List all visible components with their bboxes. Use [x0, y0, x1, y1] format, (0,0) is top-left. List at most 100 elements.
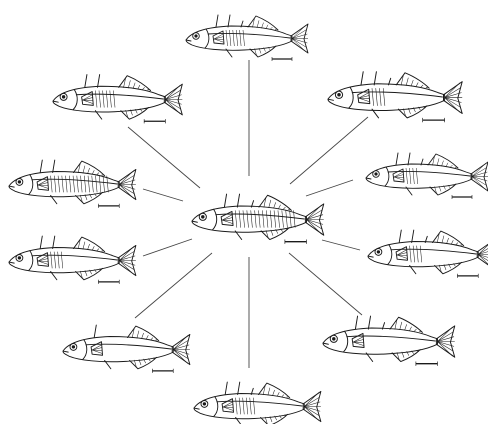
pectoral-fin: [221, 398, 234, 413]
lateral-line: [31, 178, 118, 185]
gill-cover: [72, 88, 78, 111]
gill-cover: [387, 244, 393, 265]
caudal-fin: [290, 23, 309, 54]
fish-body: [8, 171, 120, 198]
gill-cover: [28, 174, 34, 195]
fish-body: [62, 336, 174, 363]
dorsal-spines: [354, 315, 386, 330]
pectoral-fin: [36, 252, 49, 267]
gill-cover: [82, 339, 88, 360]
dorsal-fin: [258, 382, 291, 399]
anal-fin: [260, 413, 289, 424]
fish-body: [322, 327, 438, 355]
lateral-plates: [409, 245, 423, 263]
pupil-icon: [202, 402, 207, 406]
pectoral-fin: [220, 210, 234, 226]
fish-body: [367, 241, 479, 268]
caudal-fin: [163, 83, 183, 116]
lateral-plates: [234, 210, 296, 228]
fish-top: [185, 14, 309, 61]
fish-body: [365, 163, 473, 189]
anal-fin: [249, 45, 277, 58]
connector-line-fish-bottom-right: [288, 252, 363, 316]
lateral-plates: [371, 88, 386, 106]
fish-body: [8, 247, 120, 274]
caudal-fin: [443, 81, 463, 114]
dorsal-spines: [39, 235, 56, 250]
gill-cover: [348, 86, 354, 109]
fish-lower-right: [367, 229, 488, 278]
caudal-fin: [117, 244, 137, 277]
dorsal-fin: [118, 75, 151, 91]
fish-mouth: [327, 98, 334, 101]
connector-line-fish-bottom-left: [134, 252, 213, 319]
fish-body: [191, 205, 307, 233]
caudal-fin: [435, 325, 456, 358]
lateral-line: [351, 91, 443, 98]
lateral-line: [85, 343, 172, 350]
pectoral-fin: [81, 91, 94, 106]
pectoral-fin: [392, 168, 405, 183]
dorsal-spines: [395, 152, 424, 166]
fish-body: [193, 393, 305, 420]
pupil-icon: [61, 95, 66, 99]
lateral-plates: [50, 175, 109, 193]
dorsal-spines: [223, 193, 255, 208]
pupil-icon: [71, 345, 76, 349]
dorsal-fin: [127, 325, 160, 342]
fish-illustrations: [8, 14, 488, 424]
pelvic-spine: [405, 186, 413, 196]
pelvic-spine: [94, 110, 103, 120]
gill-cover: [343, 330, 349, 353]
pectoral-fin: [212, 30, 225, 45]
dorsal-spines: [360, 71, 392, 86]
pelvic-spine: [371, 108, 380, 119]
lateral-line: [75, 93, 164, 100]
pelvic-spine: [225, 48, 233, 58]
dorsal-fin: [395, 72, 430, 89]
lateral-line: [387, 170, 471, 177]
connector-line-fish-upper-left: [127, 126, 201, 189]
dorsal-spines: [224, 381, 254, 396]
anal-fin: [397, 105, 428, 119]
pupil-icon: [17, 256, 22, 260]
anal-fin: [429, 183, 457, 196]
anal-fin: [75, 191, 104, 205]
gill-cover: [212, 208, 218, 231]
pectoral-fin: [351, 332, 365, 348]
scale-bar: [284, 239, 307, 244]
pelvic-spine: [235, 416, 242, 424]
scale-bar: [422, 117, 445, 123]
pupil-icon: [194, 34, 198, 38]
gill-cover: [28, 250, 34, 271]
anal-fin: [260, 227, 290, 241]
pupil-icon: [17, 180, 22, 184]
pectoral-fin: [90, 341, 103, 356]
dorsal-fin: [73, 160, 106, 177]
fish-mouth: [62, 350, 69, 353]
pelvic-spine: [50, 194, 58, 205]
anal-fin: [129, 356, 158, 370]
lateral-line: [346, 335, 436, 342]
pupil-icon: [374, 172, 378, 176]
fish-mouth: [191, 220, 198, 223]
scale-bar: [98, 203, 120, 208]
connector-line-fish-lower-right: [321, 239, 361, 251]
scale-bar: [98, 279, 120, 284]
lateral-line: [207, 32, 291, 39]
gill-cover: [213, 396, 219, 417]
caudal-fin: [117, 168, 137, 201]
fish-upper-left: [52, 74, 183, 124]
pupil-icon: [332, 337, 336, 341]
connector-lines: [127, 60, 369, 368]
pupil-icon: [337, 93, 341, 97]
pectoral-fin: [357, 88, 371, 105]
fish-center: [191, 193, 325, 244]
caudal-fin: [171, 333, 191, 366]
fish-right: [365, 152, 488, 199]
fish-mouth: [367, 255, 374, 258]
dorsal-spines: [39, 159, 56, 174]
pectoral-fin: [36, 176, 49, 191]
dorsal-fin: [389, 316, 423, 333]
